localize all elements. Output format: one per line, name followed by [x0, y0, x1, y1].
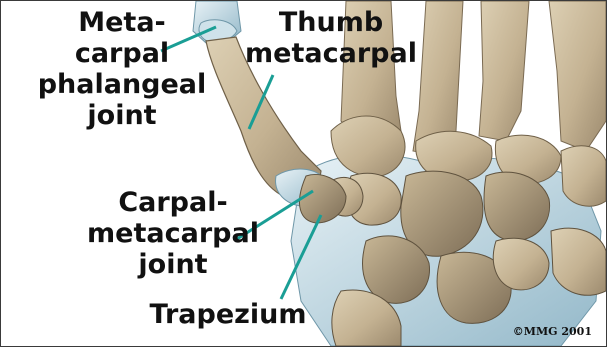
copyright-notice: ©MMG 2001 — [513, 325, 592, 338]
label-metacarpal-phalangeal-joint: Meta- carpal phalangeal joint — [17, 7, 227, 131]
carpal-bones — [291, 116, 606, 346]
label-trapezium: Trapezium — [143, 299, 313, 330]
label-thumb-metacarpal: Thumb metacarpal — [241, 7, 421, 69]
label-carpal-metacarpal-joint: Carpal- metacarpal joint — [73, 187, 273, 280]
